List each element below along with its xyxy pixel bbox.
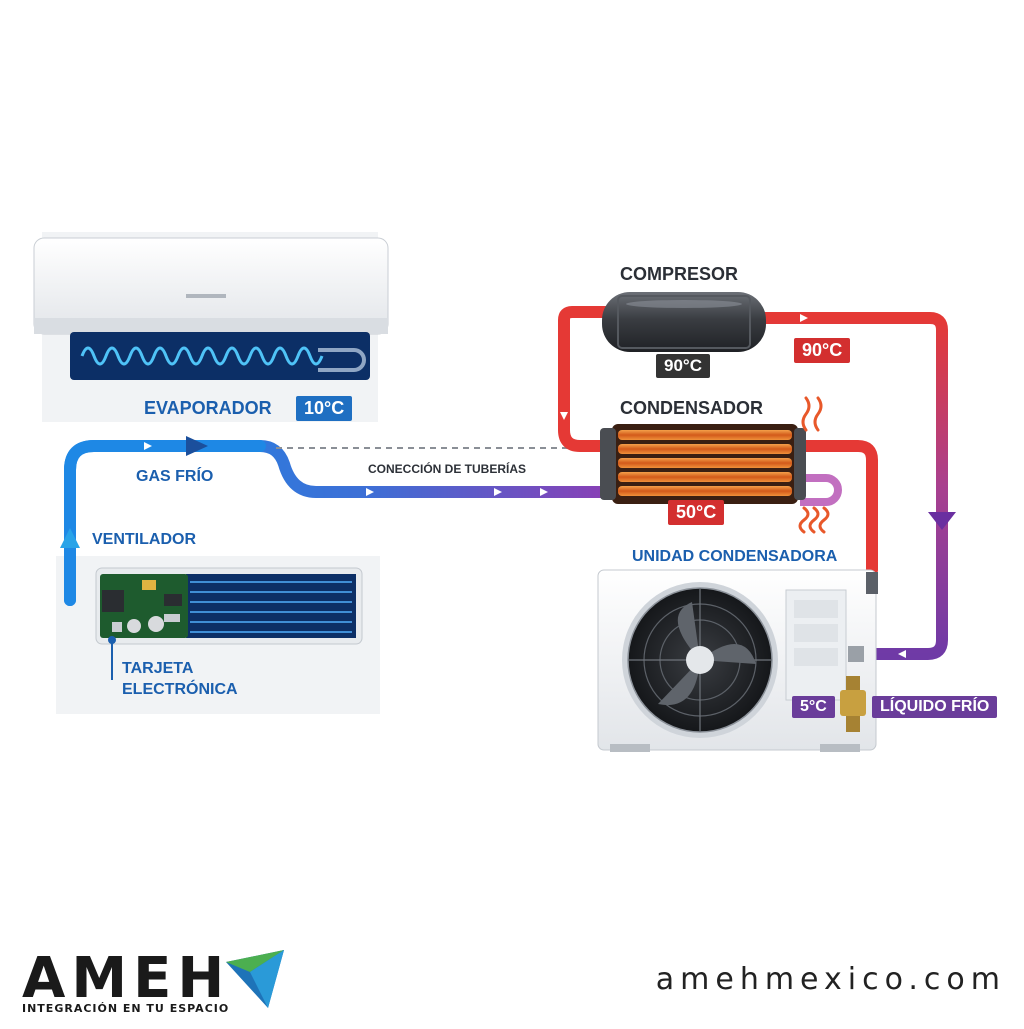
temp-evaporador-badge: 10°C	[296, 396, 352, 421]
label-compresor: COMPRESOR	[620, 264, 738, 285]
condenser-coil	[600, 424, 806, 504]
flow-arrow-down-icon	[928, 512, 956, 530]
temp-compresor-badge: 90°C	[656, 354, 710, 378]
brand-slogan: INTEGRACIÓN EN TU ESPACIO	[22, 1002, 229, 1015]
label-gas-frio: GAS FRÍO	[136, 468, 213, 486]
website-link[interactable]: amehmexico.com	[656, 962, 1006, 997]
outdoor-condensing-unit	[598, 570, 876, 752]
label-tarjeta-line2: ELECTRÓNICA	[122, 681, 238, 699]
label-conexion-tuberias: CONECCIÓN DE TUBERÍAS	[368, 462, 526, 476]
temp-descarga-badge: 90°C	[794, 338, 850, 363]
flow-arrow-up-icon	[60, 528, 80, 548]
temp-condensador-badge: 50°C	[668, 500, 724, 525]
compressor	[602, 292, 766, 352]
temp-liquido-badge: 5°C	[792, 696, 835, 718]
label-ventilador: VENTILADOR	[92, 531, 196, 549]
label-evaporador: EVAPORADOR	[144, 398, 272, 419]
indoor-split-unit	[34, 238, 388, 380]
label-unidad-condensadora: UNIDAD CONDENSADORA	[632, 548, 837, 566]
flow-arrow-right-icon	[186, 436, 208, 456]
ameh-logo-mark-icon	[226, 950, 284, 1008]
hot-gas-pipe-left	[564, 312, 608, 446]
label-condensador: CONDENSADOR	[620, 398, 763, 419]
label-tarjeta-line1: TARJETA	[122, 660, 193, 678]
control-board-area	[96, 568, 362, 644]
label-liquido-frio: LÍQUIDO FRÍO	[872, 696, 997, 718]
